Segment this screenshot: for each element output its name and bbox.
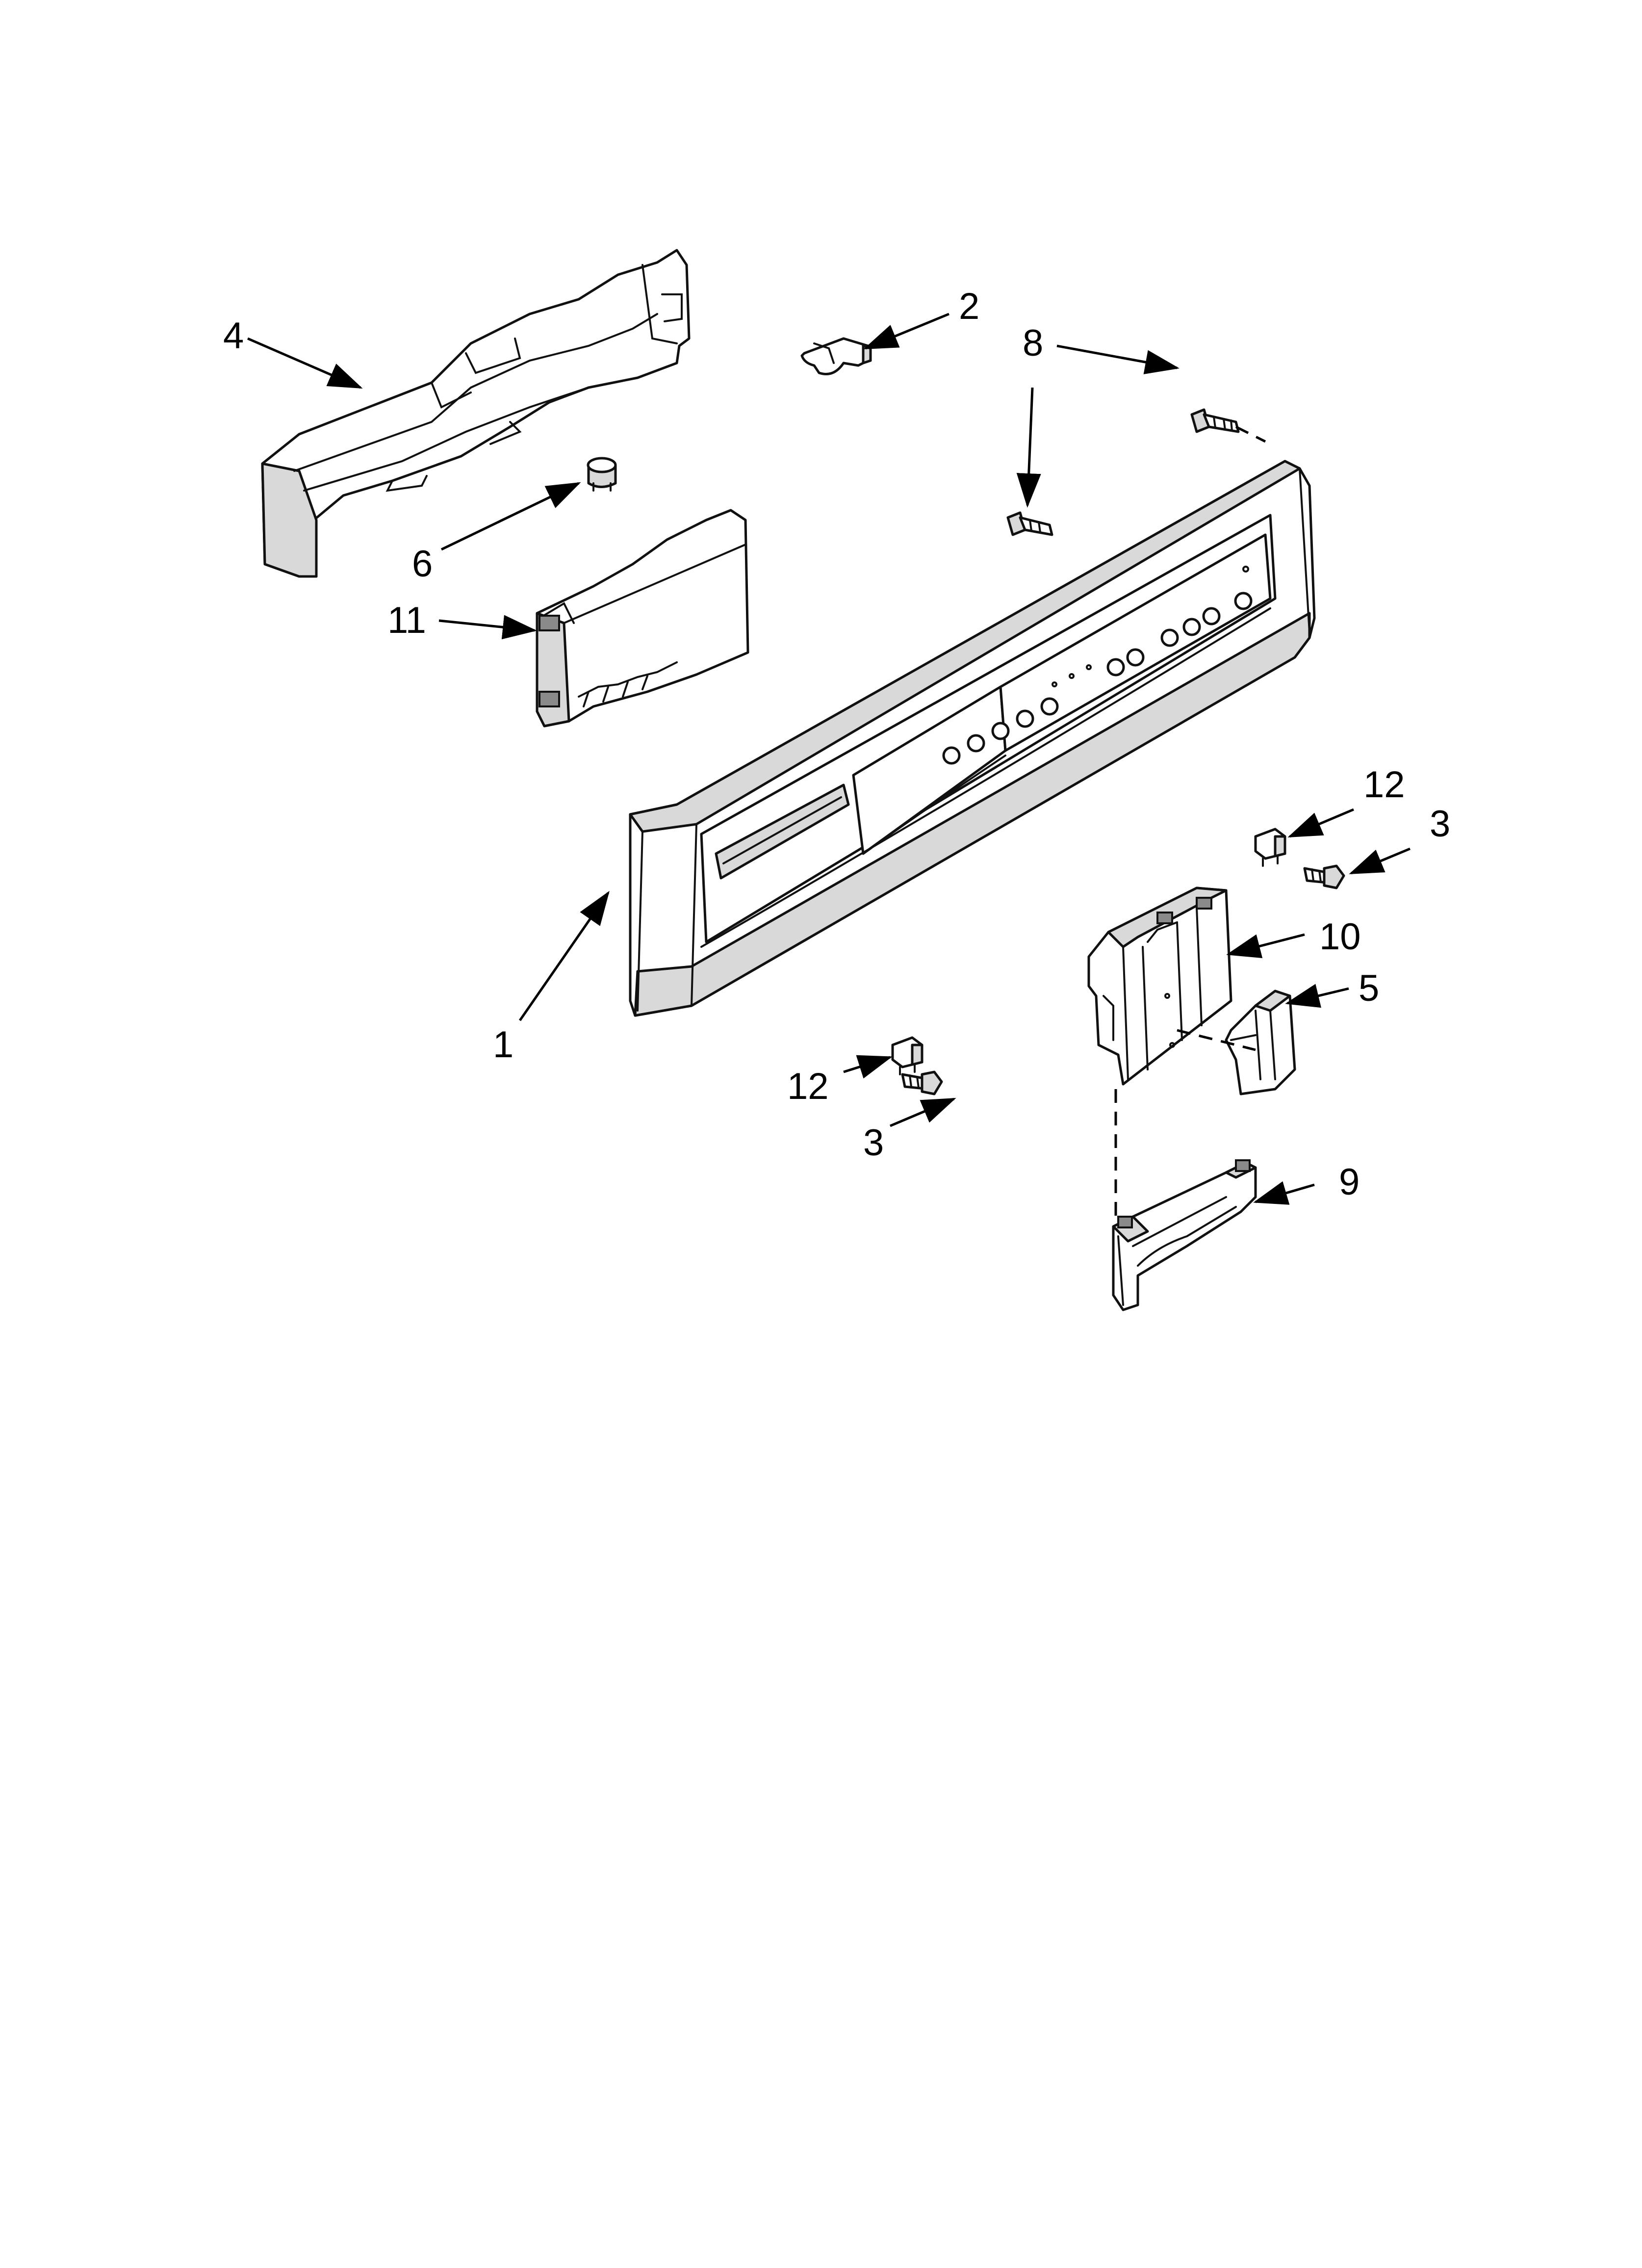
callout-11: 11	[387, 600, 426, 641]
leader-12-left	[843, 1055, 893, 1079]
callout-12-left: 12	[787, 1066, 829, 1107]
callout-3-right: 3	[1430, 803, 1450, 845]
alignment-dash-latch	[1177, 1029, 1256, 1051]
leader-12-right	[1287, 808, 1354, 838]
leader-5	[1285, 984, 1349, 1008]
console-indicators	[1052, 664, 1092, 687]
callout-6: 6	[412, 543, 433, 585]
callout-4: 4	[223, 315, 244, 357]
leader-10	[1226, 933, 1305, 958]
alignment-dash-screw	[1235, 425, 1266, 443]
leader-1	[518, 890, 610, 1021]
callout-10: 10	[1319, 916, 1361, 958]
part-6-button	[587, 457, 617, 492]
part-12-clip-right	[1254, 828, 1286, 867]
part-8-screw-right	[1190, 408, 1240, 433]
part-1-console-panel	[629, 460, 1316, 1017]
console-buttons-left	[942, 697, 1059, 765]
part-3-screw-left	[901, 1070, 943, 1095]
callout-8: 8	[1023, 322, 1043, 364]
leader-6	[440, 482, 581, 551]
part-4-bracket	[261, 249, 691, 578]
callout-12-right: 12	[1363, 764, 1405, 806]
part-10-bracket	[1087, 886, 1232, 1086]
callout-9: 9	[1339, 1161, 1360, 1203]
part-12-clip-left	[891, 1036, 924, 1075]
leader-8-right	[1056, 344, 1180, 374]
leader-11	[438, 615, 537, 640]
console-buttons-right	[1106, 566, 1253, 677]
part-5-latch	[1225, 990, 1296, 1095]
part-3-screw-right	[1303, 864, 1345, 889]
callout-3-left: 3	[863, 1122, 884, 1164]
part-8-screw-left	[1006, 511, 1053, 536]
callout-1: 1	[493, 1024, 513, 1066]
leader-4	[247, 337, 363, 389]
leader-9	[1253, 1181, 1315, 1205]
leader-3-left	[890, 1097, 956, 1127]
part-9-lower-bracket	[1112, 1159, 1257, 1311]
leader-2	[863, 313, 949, 350]
callout-2: 2	[959, 286, 979, 327]
leader-8-left	[1016, 387, 1041, 508]
leader-3-right	[1349, 847, 1411, 875]
leader-lines	[247, 313, 1411, 1205]
callout-5: 5	[1359, 967, 1379, 1009]
part-11-control-board	[536, 509, 749, 728]
part-2-clip	[800, 337, 872, 375]
